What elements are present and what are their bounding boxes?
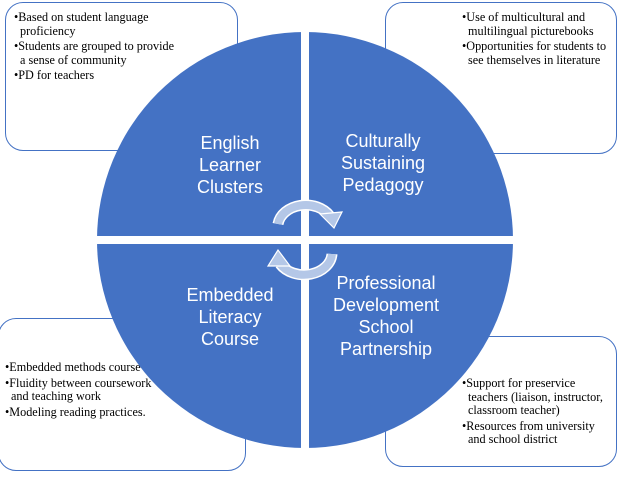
label-line: Pedagogy bbox=[342, 175, 424, 195]
bullet: Resources from university and school dis… bbox=[462, 419, 612, 447]
label-culturally-sustaining-pedagogy: Culturally Sustaining Pedagogy bbox=[322, 130, 444, 196]
label-line: Culturally bbox=[345, 131, 421, 151]
cycle-arrow-bottom-icon bbox=[266, 248, 338, 281]
label-professional-development-school-partnership: Professional Development School Partners… bbox=[320, 272, 452, 360]
label-line: Learner bbox=[198, 155, 262, 175]
bullet: Modeling reading practices. bbox=[5, 405, 155, 420]
label-line: School bbox=[358, 317, 414, 337]
bullet: Support for preservice teachers (liaison… bbox=[462, 376, 612, 418]
bullet: Embedded methods course bbox=[5, 360, 155, 375]
bullet: Based on student language proficiency bbox=[14, 10, 179, 38]
label-line: Professional bbox=[336, 273, 436, 293]
label-embedded-literacy-course: Embedded Literacy Course bbox=[170, 284, 290, 350]
label-line: Sustaining bbox=[340, 153, 426, 173]
label-line: Embedded bbox=[186, 285, 274, 305]
cycle-arrow-top-icon bbox=[272, 199, 344, 230]
label-line: Course bbox=[200, 329, 260, 349]
bullet: PD for teachers bbox=[14, 68, 179, 83]
bullet: Students are grouped to provide a sense … bbox=[14, 39, 179, 67]
quadrant-top-left bbox=[97, 32, 301, 236]
bullet: Fluidity between coursework and teaching… bbox=[5, 376, 155, 404]
label-line: Clusters bbox=[196, 177, 263, 197]
label-line: English bbox=[200, 133, 260, 153]
bullet: Opportunities for students to see themse… bbox=[462, 39, 612, 67]
bullet: Use of multicultural and multilingual pi… bbox=[462, 10, 612, 38]
label-line: Literacy bbox=[198, 307, 262, 327]
label-line: Partnership bbox=[339, 339, 433, 359]
label-english-learner-clusters: English Learner Clusters bbox=[170, 132, 290, 198]
label-line: Development bbox=[332, 295, 440, 315]
